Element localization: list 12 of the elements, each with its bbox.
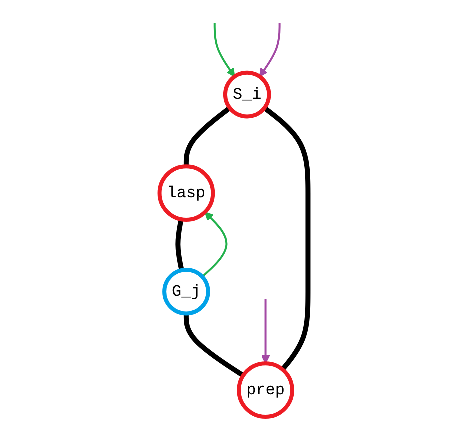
node-circle: lasp <box>158 164 216 222</box>
arrow <box>261 299 270 364</box>
node-circle: G_j <box>162 268 210 316</box>
arrow <box>259 22 281 78</box>
arrow <box>214 22 236 78</box>
connector-line <box>184 106 232 167</box>
node-circle: prep <box>237 362 294 419</box>
connector-line <box>263 106 311 372</box>
node-circle: S_i <box>223 70 272 119</box>
connector-line <box>184 314 245 378</box>
arrow <box>202 212 228 278</box>
connector-line <box>176 219 184 271</box>
